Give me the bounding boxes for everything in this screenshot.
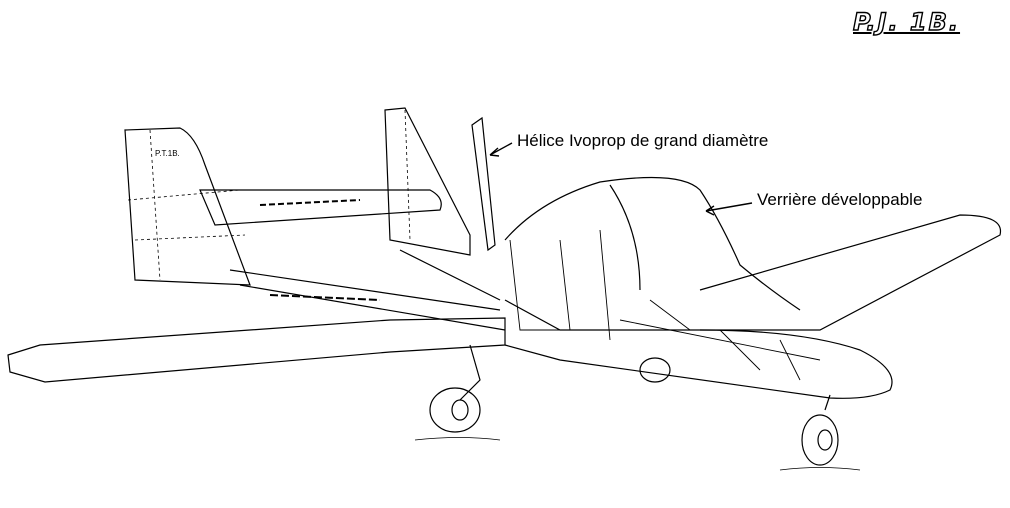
propeller-annotation: Hélice Ivoprop de grand diamètre	[517, 131, 769, 150]
canopy-arrow	[705, 202, 753, 216]
left-tail-fin	[124, 127, 251, 286]
canopy	[504, 176, 801, 311]
fuselage	[504, 299, 893, 399]
tail-marking: P.T.1B.	[155, 149, 180, 158]
propeller-blade	[471, 116, 496, 252]
canopy-annotation: Verrière développable	[757, 190, 923, 209]
tail-boom	[229, 269, 506, 331]
right-wing	[699, 214, 1002, 331]
right-tail-fin	[384, 107, 471, 256]
nose-wheel	[801, 414, 839, 466]
left-wing	[7, 317, 506, 383]
nose-gear-strut	[824, 394, 831, 411]
main-wheel	[429, 387, 481, 433]
propeller-arrow	[489, 142, 513, 157]
main-gear-strut	[459, 344, 481, 401]
horizontal-tail	[199, 189, 442, 226]
drawing-title: P.J. 1B.	[852, 7, 961, 36]
rear-wheel	[639, 357, 671, 383]
